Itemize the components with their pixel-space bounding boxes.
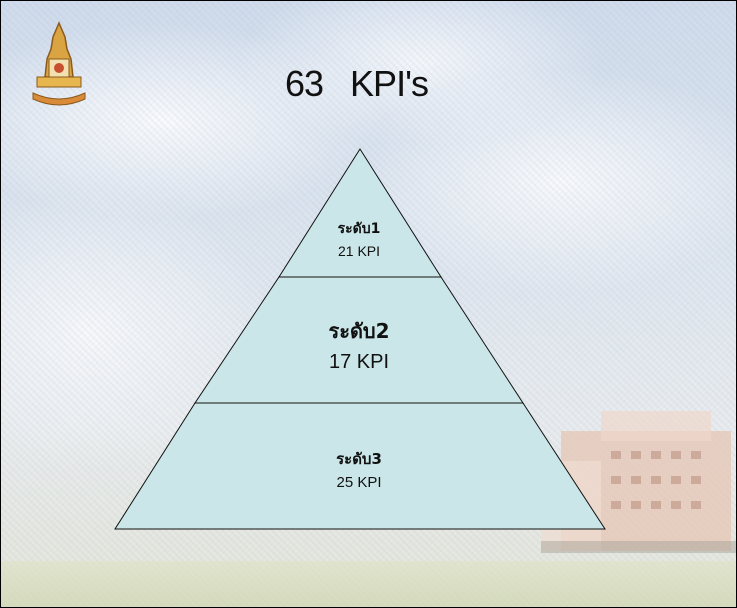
pyramid-level-1: ระดับ1 21 KPI xyxy=(279,218,439,259)
university-emblem-icon xyxy=(32,21,86,106)
ground xyxy=(1,561,736,607)
level-name: ระดับ1 xyxy=(337,221,381,237)
level-kpi-count: 17 KPI xyxy=(328,351,390,373)
pyramid-level-3-shape xyxy=(114,402,606,530)
level-name: ระดับ2 xyxy=(328,319,390,343)
pyramid-level-3: ระดับ3 25 KPI xyxy=(279,447,439,491)
pyramid-level-2: ระดับ2 17 KPI xyxy=(279,315,439,374)
level-name: ระดับ3 xyxy=(336,450,382,468)
level-kpi-count: 25 KPI xyxy=(336,474,382,491)
level-kpi-count: 21 KPI xyxy=(337,243,381,259)
page-title: 63 KPI's xyxy=(285,63,429,104)
